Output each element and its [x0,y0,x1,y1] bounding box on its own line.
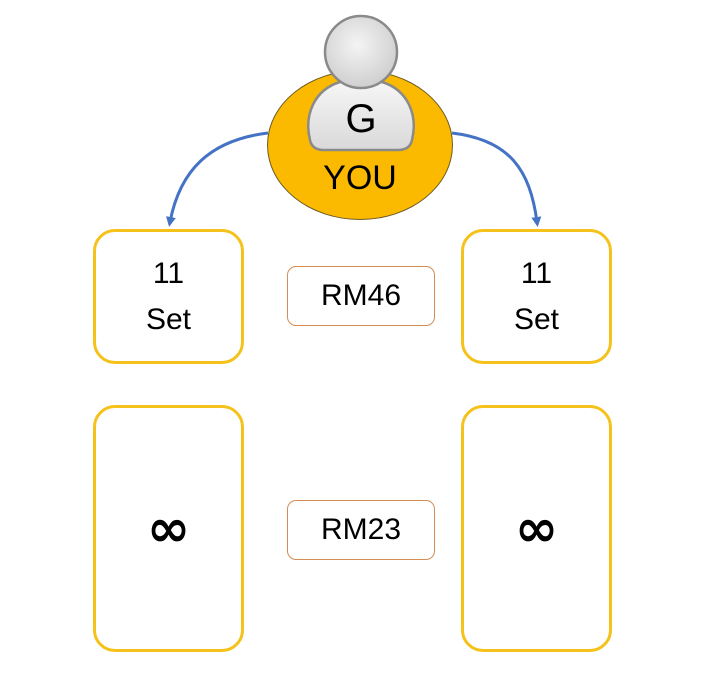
user-avatar-icon [307,14,415,152]
right-card-set: 11 Set [461,229,612,364]
card-value: 11 [152,256,185,290]
user-initial: G [345,97,377,141]
price-box-rm46: RM46 [287,266,435,326]
left-card-infinite: ∞ [93,405,244,652]
arrow-right [451,131,542,227]
infinity-symbol: ∞ [514,498,559,559]
card-value: 11 [520,256,553,290]
arrow-left [166,131,269,227]
card-unit: Set [145,302,192,336]
right-card-infinite: ∞ [461,405,612,652]
card-unit: Set [513,302,560,336]
left-card-set: 11 Set [93,229,244,364]
price-box-rm23: RM23 [287,500,435,560]
you-label: YOU [323,159,397,197]
infinity-symbol: ∞ [146,498,191,559]
